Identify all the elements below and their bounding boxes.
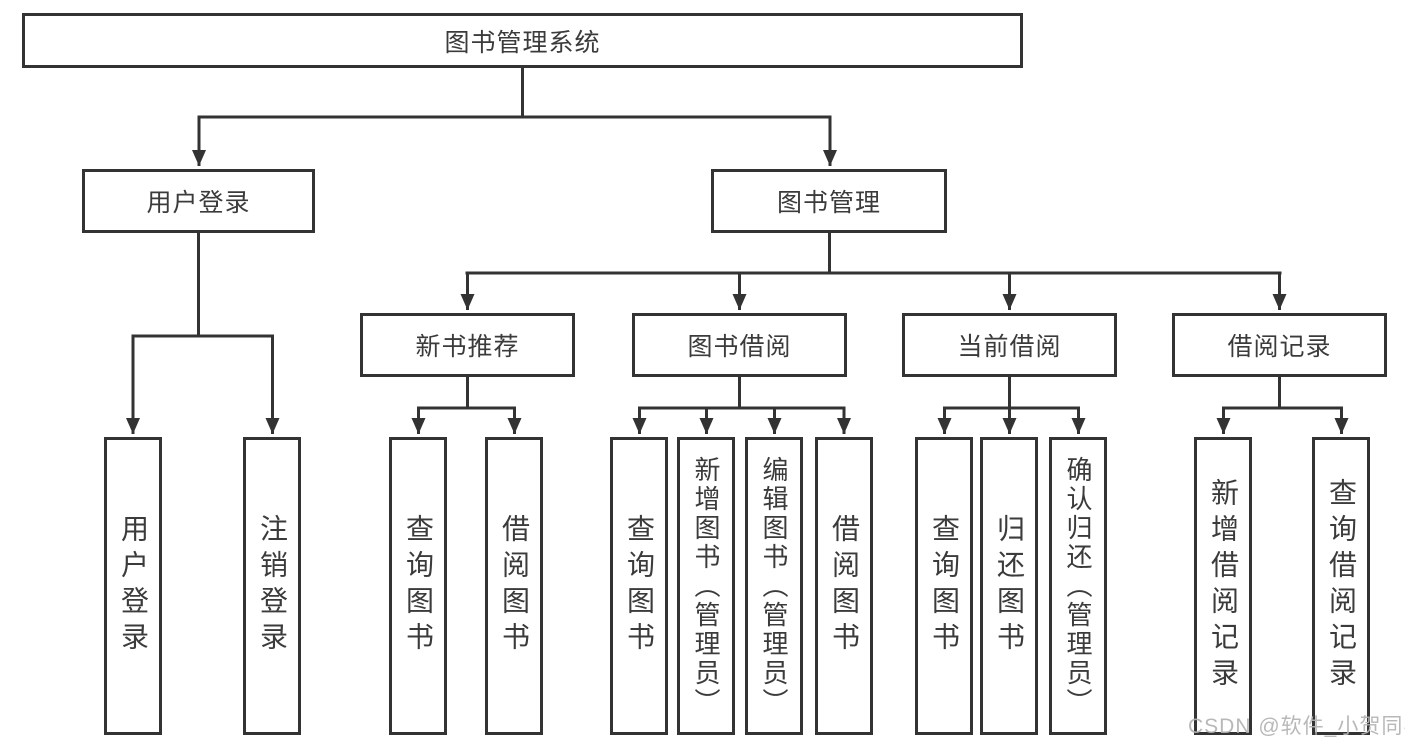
leaf-return-book: 归还图书 — [980, 437, 1038, 735]
leaf-logout: 注销登录 — [243, 437, 301, 735]
leaf-label: 新增图书（管理员） — [691, 455, 721, 717]
leaf-query-books-recommend: 查询图书 — [389, 437, 447, 735]
leaf-confirm-return-admin: 确认归还（管理员） — [1049, 437, 1107, 735]
leaf-label: 查询图书 — [929, 514, 960, 658]
leaf-query-books-current: 查询图书 — [915, 437, 973, 735]
leaf-label: 编辑图书（管理员） — [759, 455, 789, 717]
leaf-label: 查询图书 — [624, 514, 655, 658]
node-new-book-recommend: 新书推荐 — [360, 313, 575, 377]
leaf-query-books-borrow: 查询图书 — [610, 437, 668, 735]
leaf-add-borrow-record: 新增借阅记录 — [1194, 437, 1252, 735]
watermark: CSDN @软件_小贺同学 — [1188, 715, 1405, 738]
node-user-login: 用户登录 — [82, 169, 315, 233]
leaf-label: 新增借阅记录 — [1208, 478, 1239, 694]
leaf-label: 确认归还（管理员） — [1063, 455, 1093, 717]
leaf-user-login: 用户登录 — [104, 437, 162, 735]
leaf-edit-book-admin: 编辑图书（管理员） — [745, 437, 803, 735]
leaf-label: 借阅图书 — [499, 514, 530, 658]
node-book-borrow: 图书借阅 — [632, 313, 847, 377]
node-book-management: 图书管理 — [711, 169, 947, 233]
leaf-borrow-books-recommend: 借阅图书 — [485, 437, 543, 735]
node-current-borrow: 当前借阅 — [902, 313, 1117, 377]
leaf-label: 查询借阅记录 — [1326, 478, 1357, 694]
leaf-label: 注销登录 — [257, 514, 288, 658]
node-borrow-records: 借阅记录 — [1172, 313, 1387, 377]
leaf-add-book-admin: 新增图书（管理员） — [677, 437, 735, 735]
leaf-query-borrow-record: 查询借阅记录 — [1312, 437, 1370, 735]
leaf-label: 归还图书 — [994, 514, 1025, 658]
leaf-label: 借阅图书 — [829, 514, 860, 658]
leaf-borrow-books: 借阅图书 — [815, 437, 873, 735]
leaf-label: 查询图书 — [403, 514, 434, 658]
leaf-label: 用户登录 — [118, 514, 149, 658]
node-library-system: 图书管理系统 — [22, 13, 1023, 68]
